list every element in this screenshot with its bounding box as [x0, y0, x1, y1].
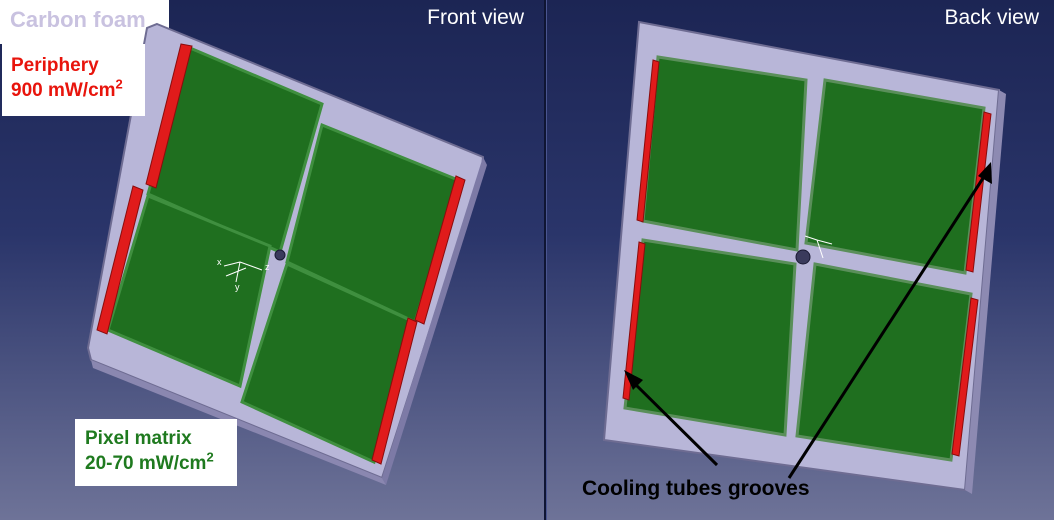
pixel-matrix-power-unit-sup: 2 — [206, 449, 214, 465]
periphery-power-value: 900 mW/cm — [11, 79, 116, 101]
sensor-tile-bottom-left — [106, 193, 272, 389]
cooling-tubes-grooves-label: Cooling tubes grooves — [582, 477, 810, 500]
periphery-strip-1 — [145, 43, 193, 189]
groove-strip-right-bottom — [951, 297, 979, 457]
back-window-top-left — [641, 55, 808, 252]
back-frame-edge — [965, 90, 1006, 494]
arrow-head-left — [624, 370, 643, 390]
front-view-title: Front view — [427, 6, 524, 29]
carbon-foam-label: Carbon foam — [0, 0, 169, 44]
periphery-power: 900 mW/cm2 — [11, 76, 145, 104]
groove-strip-left-top — [636, 59, 660, 223]
front-view-drawing: x y z — [86, 22, 487, 485]
axis-y-label: y — [235, 282, 240, 292]
back-window-bottom-right — [795, 262, 973, 462]
back-window-bottom-left — [623, 238, 797, 437]
sensor-tile-bottom-right — [240, 261, 412, 465]
groove-strip-left-bottom — [622, 241, 646, 401]
periphery-power-unit-sup: 2 — [115, 76, 123, 92]
pixel-matrix-power: 20-70 mW/cm2 — [85, 449, 237, 477]
cooling-arrows — [627, 171, 989, 479]
axis-z-label: z — [265, 262, 270, 272]
pixel-matrix-label: Pixel matrix 20-70 mW/cm2 — [75, 419, 237, 486]
back-view-drawing — [602, 20, 1006, 494]
carbon-foam-edge — [382, 157, 487, 485]
periphery-strip-4 — [371, 317, 418, 465]
periphery-strip-3 — [414, 175, 466, 325]
back-axis-triad — [804, 235, 833, 259]
pixel-matrix-power-value: 20-70 mW/cm — [85, 452, 207, 474]
front-view-panel: x y z Front view Periphery 900 mW/cm2 Ca… — [0, 0, 546, 520]
arrow-head-right — [978, 162, 992, 184]
back-view-panel: Back view — [546, 0, 1054, 520]
groove-strip-right-top — [965, 111, 992, 273]
back-center-hole — [795, 249, 811, 265]
back-window-top-right — [804, 78, 986, 275]
periphery-label: Periphery 900 mW/cm2 — [2, 44, 145, 116]
axis-triad — [223, 261, 263, 283]
center-hole — [274, 249, 286, 261]
periphery-strip-2 — [96, 185, 144, 335]
axis-x-label: x — [217, 257, 222, 267]
pixel-matrix-title: Pixel matrix — [85, 428, 192, 449]
back-view-title: Back view — [944, 6, 1039, 29]
carbon-foam-edge-bottom — [91, 360, 386, 485]
periphery-title: Periphery — [11, 55, 99, 76]
